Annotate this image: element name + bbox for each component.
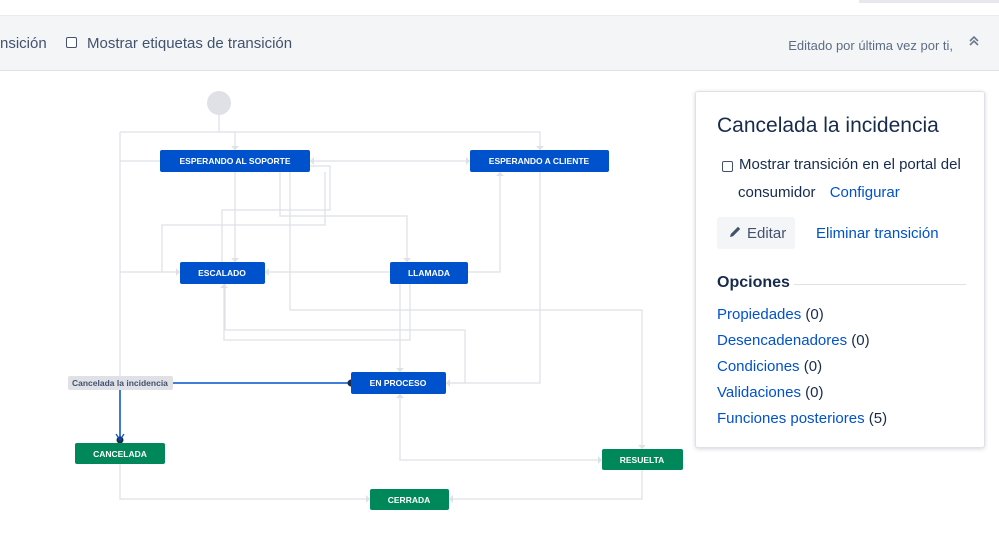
- transition-llamada-escalado-2: [223, 284, 411, 341]
- transition-details-panel: Cancelada la incidencia Mostrar transici…: [695, 91, 985, 448]
- edit-button-label: Editar: [747, 225, 787, 242]
- transition-escalado-proceso: [224, 284, 466, 384]
- arrowhead: [396, 394, 404, 398]
- arrowhead: [396, 368, 404, 372]
- pencil-icon: [729, 217, 743, 249]
- show-in-portal-label-cont[interactable]: consumidor: [738, 184, 816, 201]
- arrowhead: [231, 258, 239, 262]
- option-properties-link[interactable]: Propiedades: [717, 306, 802, 323]
- arrowhead: [536, 146, 544, 150]
- status-label: LLAMADA: [408, 268, 450, 278]
- status-node-en-proceso[interactable]: EN PROCESO: [351, 372, 446, 394]
- show-in-portal-label-line2: consumidor Configurar: [738, 184, 900, 201]
- workflow-toolbar: nsición Mostrar etiquetas de transición …: [0, 15, 999, 71]
- show-in-portal-label[interactable]: Mostrar transición en el portal del: [739, 156, 961, 173]
- option-post-functions-link[interactable]: Funciones posteriores: [717, 410, 865, 427]
- transition-top-loop: [120, 131, 541, 150]
- arrowhead: [310, 157, 314, 165]
- arrowhead: [176, 268, 180, 276]
- arrowhead: [449, 495, 453, 503]
- selected-transition-label[interactable]: Cancelada la incidencia: [72, 378, 168, 388]
- configure-link[interactable]: Configurar: [829, 184, 900, 201]
- arrowhead: [638, 445, 646, 449]
- last-edited-text: Editado por última vez por ti,: [788, 38, 953, 53]
- arrowhead: [466, 157, 470, 165]
- arrowhead: [220, 284, 228, 288]
- collapse-chevrons-icon[interactable]: [967, 34, 981, 50]
- status-label: ESCALADO: [198, 268, 246, 278]
- arrowhead: [366, 495, 370, 503]
- arrowhead: [446, 379, 450, 387]
- status-label: RESUELTA: [620, 455, 665, 465]
- option-properties: Propiedades (0): [717, 306, 824, 323]
- start-node[interactable]: [207, 91, 231, 115]
- status-label: EN PROCESO: [370, 378, 427, 388]
- arrowhead: [231, 146, 239, 150]
- status-label: ESPERANDO AL SOPORTE: [180, 156, 291, 166]
- status-node-esperando-soporte[interactable]: ESPERANDO AL SOPORTE: [160, 150, 310, 172]
- status-node-cancelada[interactable]: CANCELADA: [75, 443, 165, 464]
- transition-soporte-llamada: [279, 172, 408, 262]
- transition-soporte-resuelta: [289, 172, 643, 449]
- selected-transition-label-box[interactable]: [68, 376, 173, 390]
- selected-transition-arrowhead: [115, 433, 125, 442]
- option-conditions-link[interactable]: Condiciones: [717, 358, 800, 375]
- transition-soporte-escalado-2: [221, 165, 331, 262]
- transition-cliente-proceso: [446, 172, 541, 384]
- transition-cliente-llamada: [468, 172, 501, 273]
- tab-transition-partial[interactable]: nsición: [0, 35, 47, 52]
- arrowhead: [403, 258, 411, 262]
- delete-transition-link[interactable]: Eliminar transición: [816, 225, 939, 242]
- option-triggers-count: (0): [851, 332, 870, 349]
- top-strip: [0, 0, 999, 15]
- show-transition-labels-label[interactable]: Mostrar etiquetas de transición: [87, 35, 293, 52]
- panel-title: Cancelada la incidencia: [717, 114, 939, 137]
- status-node-resuelta[interactable]: RESUELTA: [602, 449, 683, 470]
- top-tab-edge: [859, 0, 999, 3]
- edit-button[interactable]: Editar: [717, 217, 795, 249]
- arrowheads: [176, 146, 646, 503]
- status-node-escalado[interactable]: ESCALADO: [180, 262, 265, 284]
- option-triggers-link[interactable]: Desencadenadores: [717, 332, 848, 349]
- arrowhead: [598, 456, 602, 464]
- option-conditions-count: (0): [803, 358, 823, 375]
- show-transition-labels-checkbox[interactable]: [66, 37, 77, 48]
- option-post-functions-count: (5): [868, 410, 888, 427]
- status-node-esperando-cliente[interactable]: ESPERANDO A CLIENTE: [470, 150, 609, 172]
- option-conditions: Condiciones (0): [717, 358, 822, 375]
- workflow-diagram: Cancelada la incidencia ESPERANDO AL SOP…: [68, 91, 683, 510]
- option-post-functions: Funciones posteriores (5): [717, 410, 887, 427]
- option-validators-count: (0): [805, 384, 824, 401]
- transition-proceso-resuelta: [399, 394, 602, 461]
- status-label: CANCELADA: [93, 449, 147, 459]
- arrowhead: [496, 172, 504, 176]
- option-validators: Validaciones (0): [717, 384, 823, 401]
- show-in-portal-checkbox[interactable]: [722, 161, 733, 172]
- status-node-llamada[interactable]: LLAMADA: [390, 262, 468, 284]
- option-triggers: Desencadenadores (0): [717, 332, 870, 349]
- selected-transition[interactable]: Cancelada la incidencia: [68, 376, 355, 444]
- arrowhead: [265, 268, 269, 276]
- transition-cancelada-cerrada: [119, 464, 370, 500]
- options-divider: [794, 284, 966, 285]
- options-heading: Opciones: [717, 274, 790, 291]
- status-label: ESPERANDO A CLIENTE: [489, 156, 590, 166]
- transition-resuelta-cerrada: [449, 470, 643, 500]
- selected-transition-line[interactable]: [119, 382, 351, 440]
- option-properties-count: (0): [805, 306, 824, 323]
- option-validators-link[interactable]: Validaciones: [717, 384, 801, 401]
- status-label: CERRADA: [388, 495, 431, 505]
- transition-lines: [119, 115, 643, 500]
- transition-escalado-loop: [161, 172, 326, 273]
- status-node-cerrada[interactable]: CERRADA: [370, 489, 449, 510]
